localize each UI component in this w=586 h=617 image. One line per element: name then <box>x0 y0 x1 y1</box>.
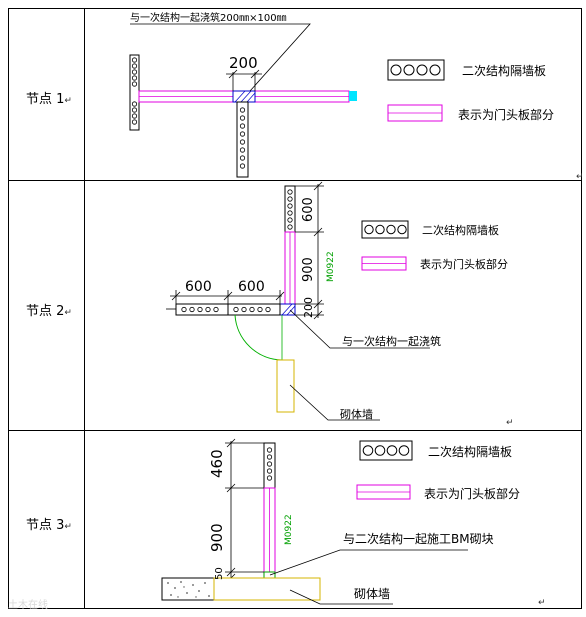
node1-annotation: 与一次结构一起浇筑200㎜×100㎜ <box>130 11 287 24</box>
node2-drawing <box>166 181 430 421</box>
table-grid <box>8 8 582 609</box>
node2-masonry: 砌体墙 <box>340 407 373 421</box>
row1-label-text: 节点 1 <box>26 92 65 107</box>
node3-drawing <box>161 438 468 605</box>
watermark: 土木在线 <box>8 600 48 611</box>
node2-dim-600-a: 600 <box>185 279 212 295</box>
node1-dim-200: 200 <box>229 54 258 72</box>
para-mark: ↵ <box>64 522 72 532</box>
node3-door-code: M0922 <box>284 514 294 545</box>
para-mark: ↵ <box>64 96 72 106</box>
para-mark: ↵ <box>64 308 72 318</box>
row3-label: 节点 3↵ <box>26 514 72 533</box>
node3-legend-lintel: 表示为门头板部分 <box>424 486 520 501</box>
node2-dim-200: 200 <box>302 297 315 318</box>
para-mark-end-1: ↵ <box>576 172 584 182</box>
row2-label: 节点 2↵ <box>26 300 72 319</box>
node2-door-code: M0922 <box>326 251 336 282</box>
node1-legend-partition: 二次结构隔墙板 <box>462 63 546 78</box>
row1-label: 节点 1↵ <box>26 88 72 107</box>
node2-dim-900: 900 <box>301 257 316 282</box>
node3-dim-460: 460 <box>208 449 226 478</box>
drawing-text: 与一次结构一起浇筑200㎜×100㎜ 200 二次结构隔墙板 表示为门头板部分 … <box>130 11 554 601</box>
node1-drawing <box>129 23 445 178</box>
para-mark-end-3: ↵ <box>538 598 546 608</box>
node3-masonry: 砌体墙 <box>354 587 390 601</box>
node3-dim-50: 50 <box>214 567 225 580</box>
node3-dim-900: 900 <box>208 523 226 552</box>
node2-dim-600-c: 600 <box>301 197 316 222</box>
node2-legend-partition: 二次结构隔墙板 <box>422 223 499 237</box>
node3-annotation: 与二次结构一起施工BM砌块 <box>343 531 494 546</box>
node1-legend-lintel: 表示为门头板部分 <box>458 107 554 122</box>
para-mark-end-2: ↵ <box>506 418 514 428</box>
row3-label-text: 节点 3 <box>26 518 65 533</box>
node2-legend-lintel: 表示为门头板部分 <box>420 257 508 271</box>
row2-label-text: 节点 2 <box>26 304 65 319</box>
node3-legend-partition: 二次结构隔墙板 <box>428 444 512 459</box>
node2-dim-600-b: 600 <box>238 279 265 295</box>
node2-annotation: 与一次结构一起浇筑 <box>342 334 441 348</box>
